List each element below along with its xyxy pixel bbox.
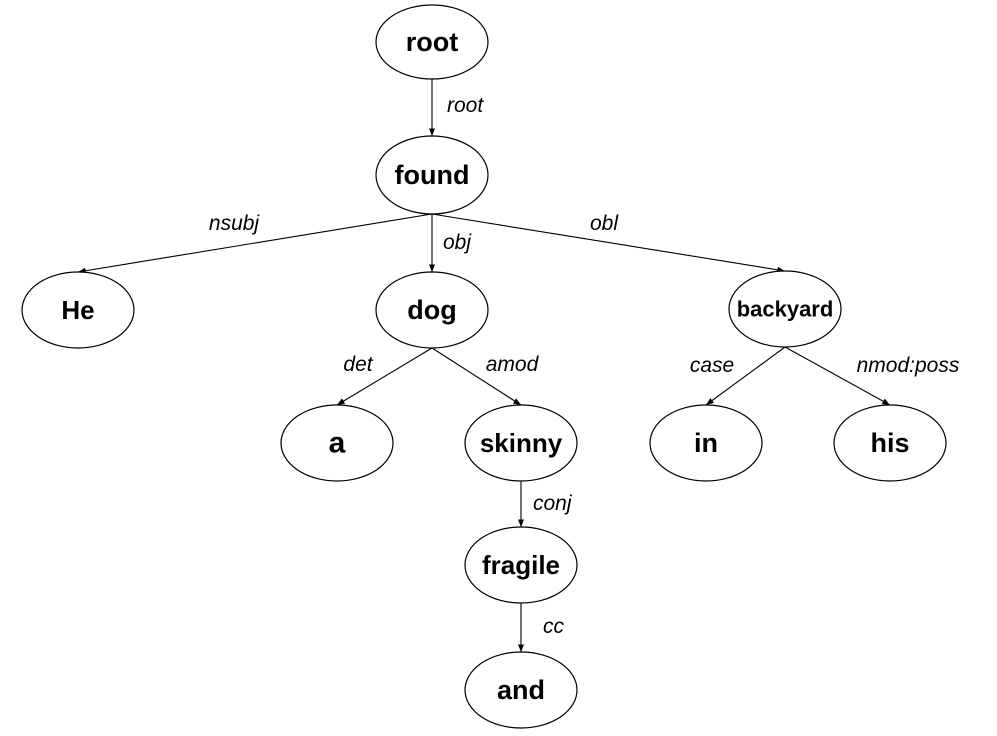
node-ellipse-dog: [375, 271, 489, 349]
node-ellipse-he: [21, 271, 135, 349]
node-label-he: He: [61, 295, 94, 325]
edge-label-root-to-found: root: [447, 94, 484, 117]
node-ellipse-skinny: [464, 404, 578, 482]
node-and: and: [464, 651, 578, 729]
node-found: found: [375, 135, 489, 215]
node-ellipse-root: [375, 4, 489, 80]
node-label-skinny: skinny: [480, 428, 563, 458]
node-label-dog: dog: [407, 295, 456, 325]
edge-found-to-he: [77, 213, 433, 274]
node-label-found: found: [395, 160, 470, 190]
edge-label-found-to-backyard: obl: [590, 212, 619, 235]
edge-label-found-to-dog: obj: [443, 231, 472, 254]
node-ellipse-found: [375, 135, 489, 215]
node-label-root: root: [406, 27, 458, 57]
edge-label-backyard-to-in: case: [690, 354, 734, 377]
edges-layer: root nsubj obj obl det amod case nmod:poss conj c…: [77, 79, 960, 652]
edge-dog-to-skinny: [431, 347, 522, 406]
node-skinny: skinny: [464, 404, 578, 482]
node-a: a: [280, 404, 394, 482]
node-ellipse-in: [649, 404, 763, 482]
edge-label-dog-to-a: det: [343, 353, 373, 376]
node-backyard: backyard: [728, 270, 842, 348]
edge-label-backyard-to-his: nmod:poss: [857, 354, 960, 377]
node-ellipse-a: [280, 404, 394, 482]
node-he: He: [21, 271, 135, 349]
node-label-his: his: [870, 428, 909, 458]
edge-found-to-backyard: [431, 213, 786, 273]
node-ellipse-and: [464, 651, 578, 729]
edge-label-found-to-he: nsubj: [209, 212, 261, 235]
node-in: in: [649, 404, 763, 482]
node-label-backyard: backyard: [737, 297, 834, 322]
node-label-in: in: [694, 428, 718, 458]
node-fragile: fragile: [464, 526, 578, 604]
edge-backyard-to-his: [784, 346, 891, 406]
node-dog: dog: [375, 271, 489, 349]
node-label-fragile: fragile: [482, 550, 560, 580]
node-root: root: [375, 4, 489, 80]
node-ellipse-his: [833, 404, 947, 482]
edge-dog-to-a: [336, 347, 433, 406]
node-ellipse-backyard: [728, 270, 842, 348]
node-his: his: [833, 404, 947, 482]
edge-label-fragile-to-and: cc: [543, 615, 565, 638]
edge-backyard-to-in: [705, 346, 786, 406]
edge-label-dog-to-skinny: amod: [486, 353, 540, 376]
node-ellipse-fragile: [464, 526, 578, 604]
edge-label-skinny-to-fragile: conj: [533, 492, 573, 515]
node-label-and: and: [497, 675, 545, 705]
node-label-a: a: [329, 427, 346, 460]
